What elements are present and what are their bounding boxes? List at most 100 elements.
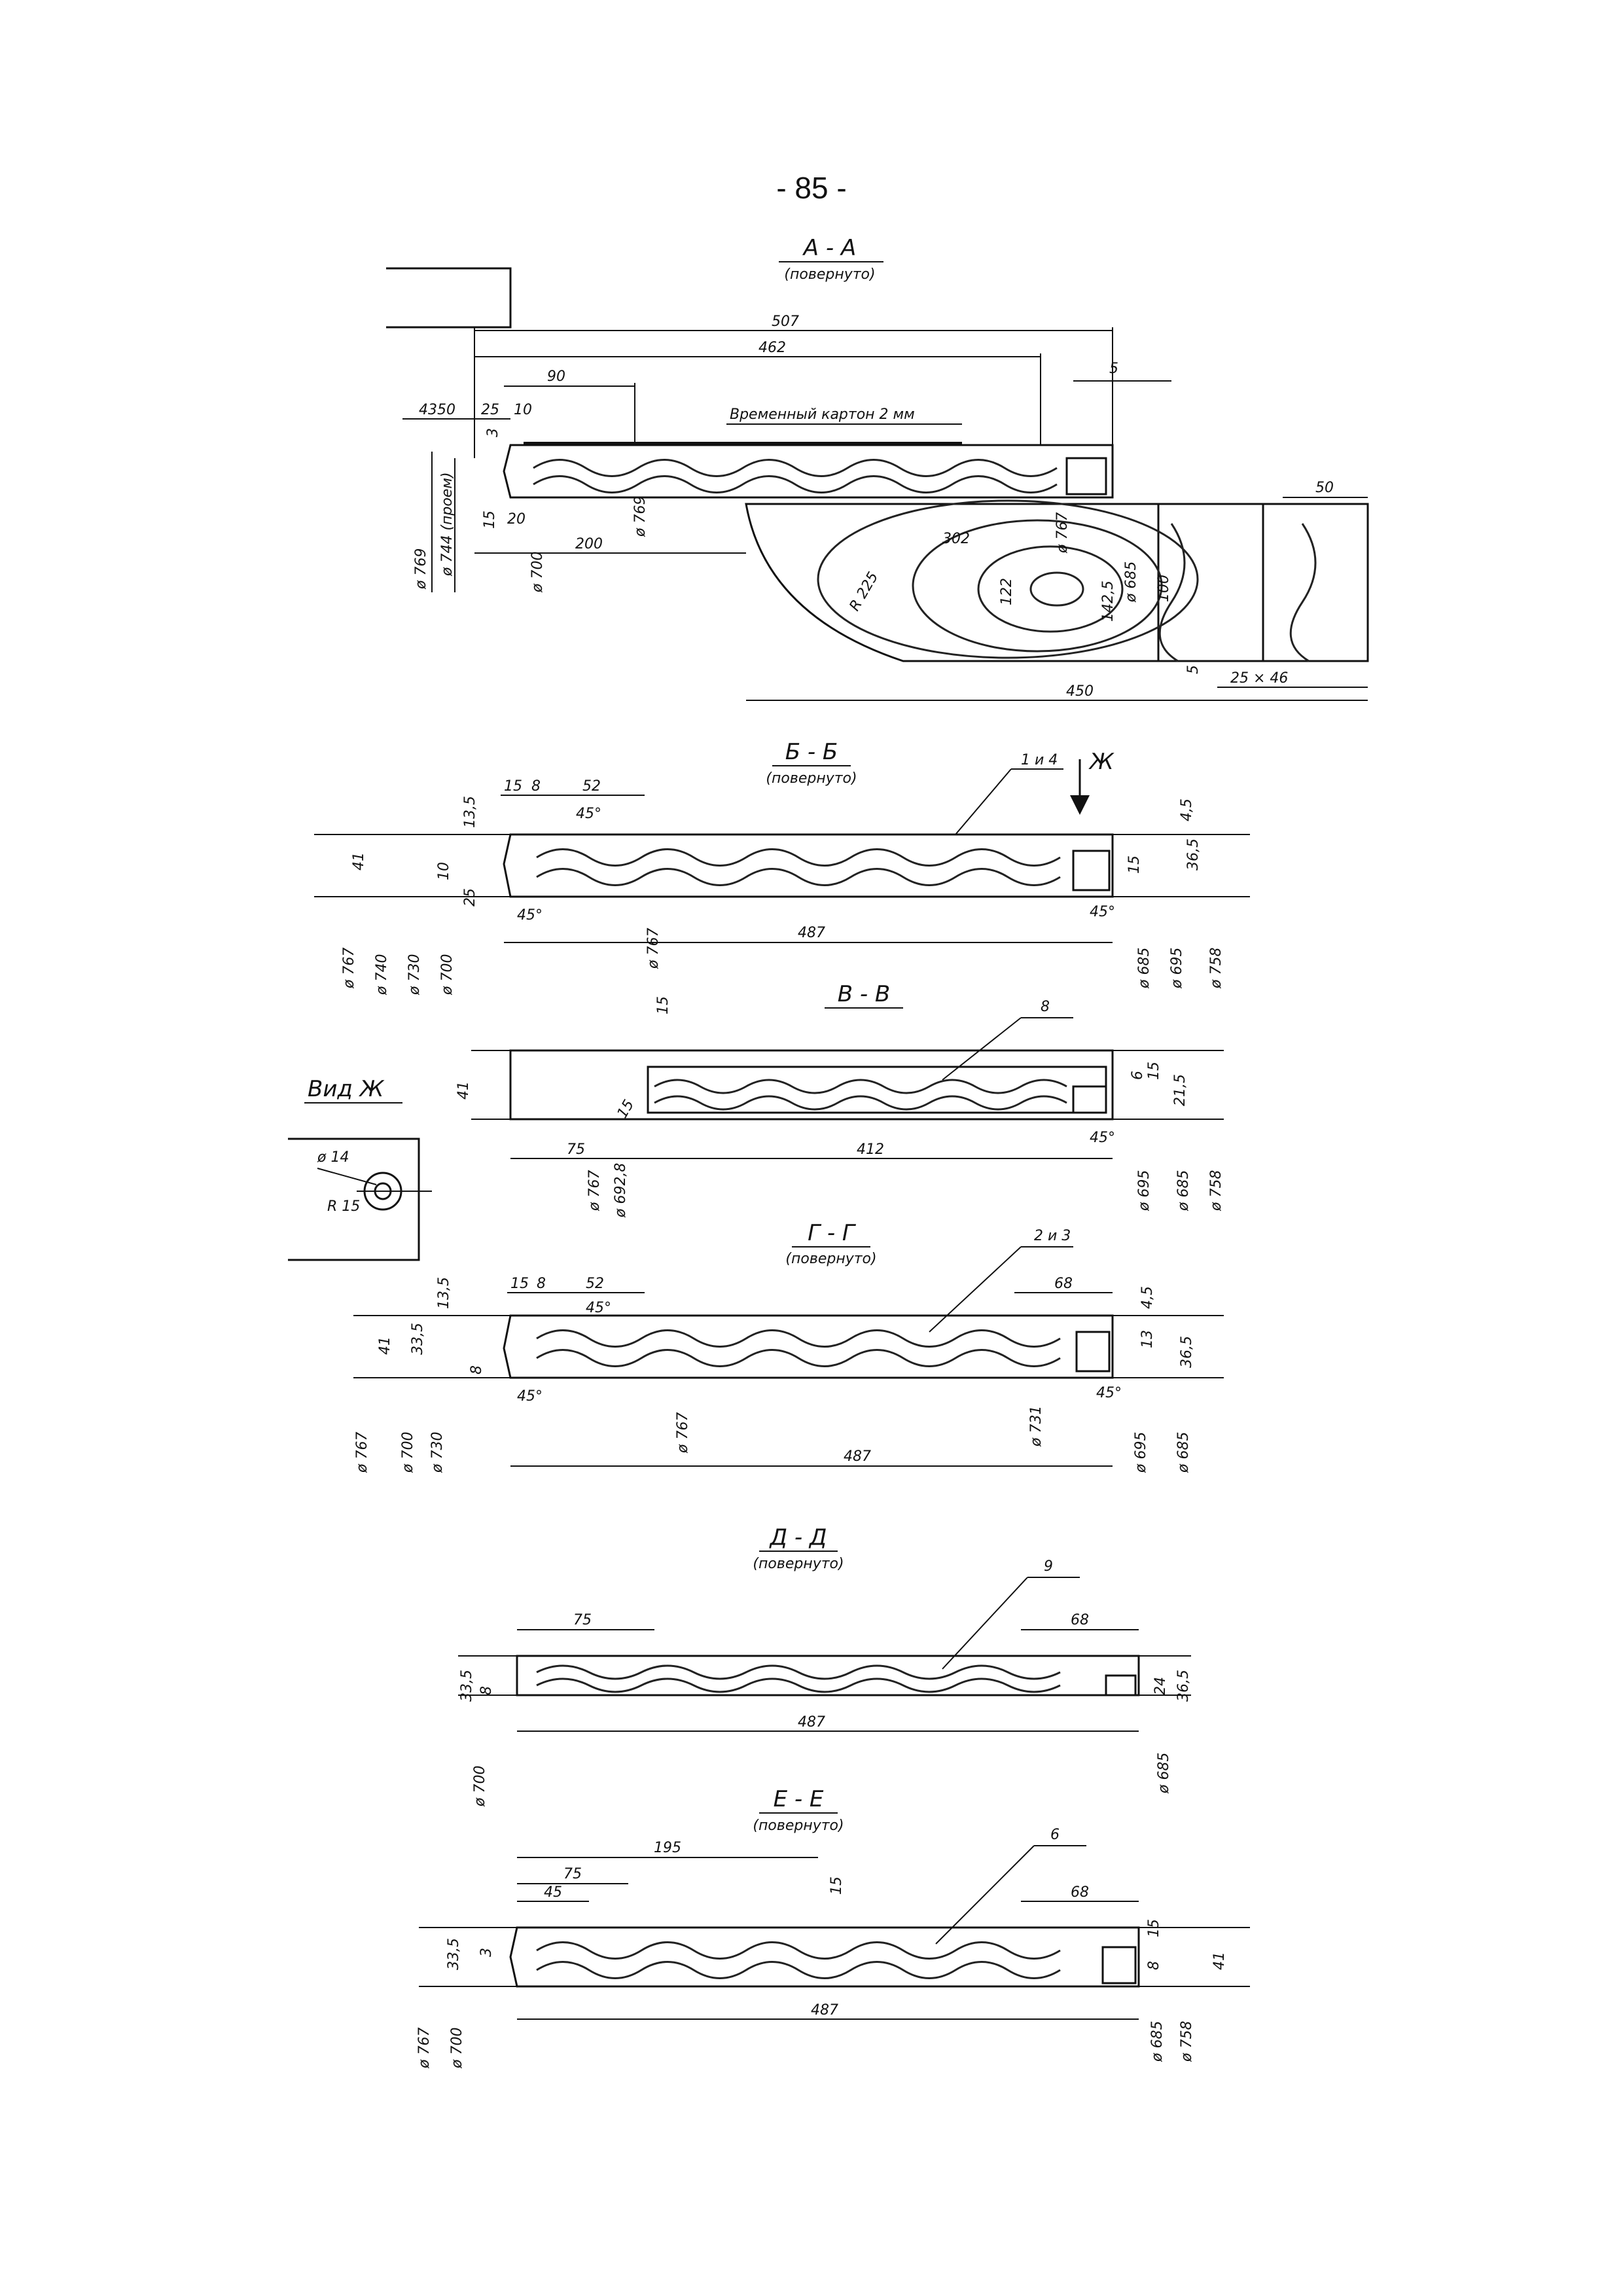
dim-50: 50 [1315,480,1334,496]
page-number: - 85 - [776,171,847,205]
section-aa: А - А (повернуто) 507 462 90 5 4350 25 1… [386,235,1369,701]
dim-gg-d700: ø 700 [400,1432,416,1473]
section-bb-title: Б - Б [785,739,838,765]
dim-d767-log: ø 767 [1054,512,1071,554]
dim-ee-d685: ø 685 [1149,2021,1166,2062]
section-ee-title: Е - Е [774,1786,824,1812]
dd-bolt-block [1105,1674,1137,1696]
dim-ee-15-right: 15 [1146,1919,1162,1937]
dim-450: 450 [1066,683,1094,700]
dim-462: 462 [758,340,786,356]
dim-bb-13-5: 13,5 [462,796,478,828]
bb-grain [536,848,1061,886]
dim-gg-d767: ø 767 [354,1432,370,1473]
dim-gg-13-5: 13,5 [436,1277,452,1309]
dim-bb-45-top: 45° [576,806,601,822]
dim-142-5: 142,5 [1100,581,1116,622]
dim-bb-d695: ø 695 [1169,948,1185,989]
section-bb-view-mark: Ж [1088,749,1115,775]
section-gg-subtitle: (повернуто) [785,1251,876,1267]
dim-gg-41: 41 [377,1336,393,1355]
dim-vv-41: 41 [455,1081,472,1100]
dim-90: 90 [547,368,565,385]
dim-20: 20 [507,511,526,528]
section-dd-leader: 9 [1044,1558,1053,1575]
aa-upper-plank [503,444,1114,499]
dim-gg-68: 68 [1054,1276,1073,1292]
dim-dd-d685: ø 685 [1156,1753,1172,1794]
dim-gg-45-top: 45° [586,1300,611,1316]
vv-bolt-block [1072,1085,1107,1114]
dim-bb-d767: ø 767 [341,948,357,989]
section-dd-leader-line [942,1577,1028,1670]
section-ee-leader: 6 [1050,1827,1060,1843]
section-bb-leader: 1 и 4 [1021,752,1058,768]
dim-bb-8: 8 [531,778,541,795]
dim-vv-412: 412 [857,1141,884,1158]
dim-ee-8: 8 [1146,1961,1162,1970]
dim-dd-68: 68 [1071,1612,1089,1628]
dim-5-bottom: 5 [1185,665,1202,674]
section-bb-leader-line [955,768,1012,835]
dim-gg-d731: ø 731 [1028,1406,1044,1447]
dim-302: 302 [942,531,970,547]
view-zh: Вид Ж ø 14 R 15 [288,1076,432,1261]
dim-gg-d695: ø 695 [1133,1432,1149,1473]
dim-gg-d685: ø 685 [1175,1432,1192,1473]
aa-board-grain-1 [1158,523,1186,662]
dim-100: 100 [1156,575,1172,602]
dim-bb-45-right: 45° [1090,904,1115,920]
dim-gg-52: 52 [586,1276,604,1292]
dim-gg-15: 15 [510,1276,529,1292]
dim-bb-4-5: 4,5 [1179,798,1195,821]
dim-vv-d758: ø 758 [1208,1170,1224,1211]
bb-bolt-block [1072,850,1111,891]
dim-ee-3: 3 [478,1948,495,1957]
dim-d769-mid: ø 769 [632,496,649,537]
section-vv-title: В - В [838,981,891,1007]
section-bb-subtitle: (повернуто) [766,770,857,787]
section-bb: Б - Б (повернуто) 1 и 4 Ж 15 8 52 45° 13… [314,739,1250,996]
section-ee-leader-line [935,1845,1035,1945]
section-ee-subtitle: (повернуто) [753,1818,844,1834]
dim-d700: ø 700 [529,552,546,593]
dim-507: 507 [772,314,799,330]
gg-bolt-block [1075,1331,1111,1372]
dim-gg-33-5: 33,5 [410,1323,426,1355]
dim-gg-d730: ø 730 [429,1432,446,1473]
dim-vv-15-right: 15 [1146,1062,1162,1080]
dim-gg-36-5: 36,5 [1179,1336,1195,1368]
view-zh-leader-14 [317,1168,377,1185]
dim-ee-15-top: 15 [829,1876,845,1895]
aa-log-rings [817,499,1199,659]
dim-dd-36-5: 36,5 [1175,1670,1192,1702]
section-ee: Е - Е (повернуто) 6 195 75 45 15 68 33,5… [416,1786,1250,2069]
dim-d685: ø 685 [1123,562,1139,603]
dim-200: 200 [575,536,603,552]
gg-grain [536,1329,1061,1367]
dim-vv-75: 75 [567,1141,585,1158]
section-vv-leader-line [942,1017,1022,1081]
dim-gg-45-bottom: 45° [517,1388,543,1405]
dim-bb-41: 41 [351,852,367,870]
view-zh-title: Вид Ж [308,1076,385,1102]
view-zh-dim-14: ø 14 [317,1149,349,1166]
vv-plank [647,1066,1107,1114]
dd-grain [536,1664,1061,1693]
dim-bb-15-right: 15 [1126,855,1143,874]
aa-note: Временный картон 2 мм [730,406,915,423]
dim-ee-d767: ø 767 [416,2028,433,2069]
aa-bolt-block [1065,457,1107,495]
dim-vv-6: 6 [1130,1071,1146,1080]
dim-bb-d767-mid: ø 767 [645,928,662,969]
dim-dd-24: 24 [1152,1677,1169,1695]
dim-gg-4-5: 4,5 [1139,1286,1156,1309]
dim-dd-487: 487 [798,1714,825,1731]
dim-ee-41: 41 [1211,1952,1228,1970]
dim-dd-33-5: 33,5 [459,1670,475,1702]
dim-r225: R 225 [847,569,882,614]
dim-vv-d767: ø 767 [586,1170,603,1211]
dim-gg-8-side: 8 [469,1365,485,1374]
dim-bb-487: 487 [798,925,825,941]
aa-log-outline [745,503,1160,662]
